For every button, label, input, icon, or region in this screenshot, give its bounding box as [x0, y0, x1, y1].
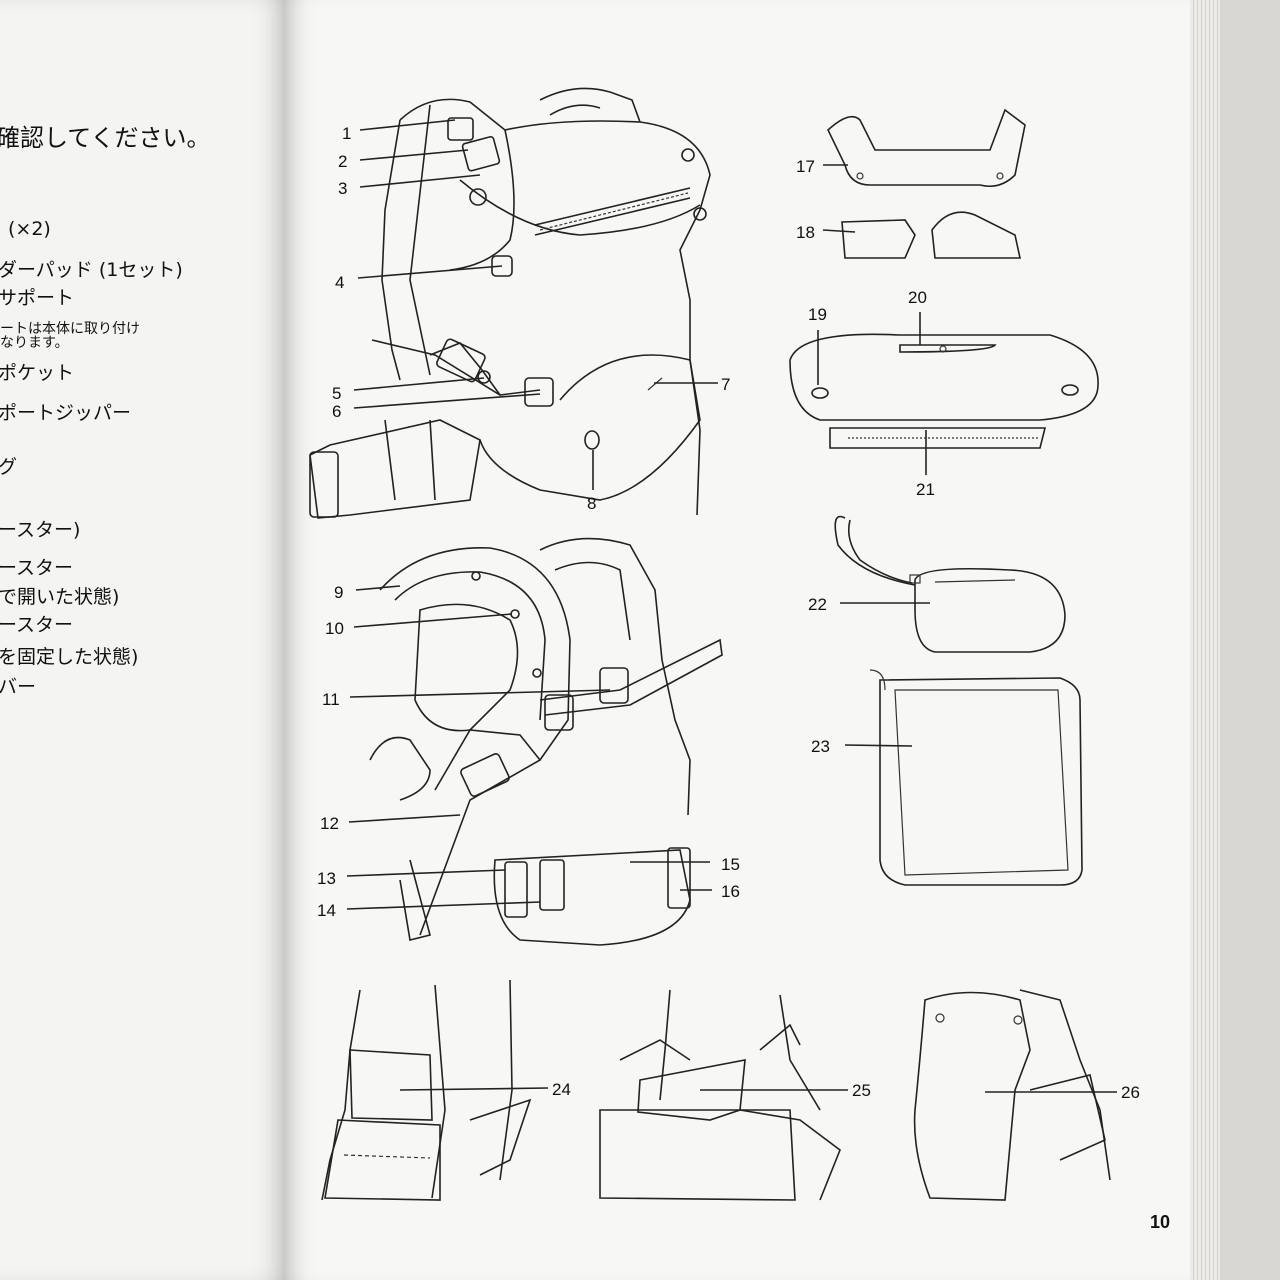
part-17-illustration [827, 108, 1026, 188]
left-line-5: ートは本体に取り付け [0, 321, 140, 337]
callout-3: 3 [338, 179, 347, 198]
left-line-3: ダーパッド (1セット) [0, 259, 183, 281]
callout-26: 26 [1121, 1083, 1140, 1102]
callout-16: 16 [721, 882, 740, 901]
callout-14: 14 [317, 901, 336, 920]
callout-19: 19 [808, 305, 827, 324]
callout-12: 12 [320, 814, 339, 833]
callout-17: 17 [796, 157, 815, 176]
callout-8: 8 [587, 494, 596, 513]
part-18-illustration [841, 211, 1021, 259]
left-line-8: ポートジッパー [0, 402, 132, 424]
part-19-21-illustration [789, 333, 1099, 449]
carrier-front-illustration [309, 87, 711, 519]
left-line-4: サポート [0, 287, 75, 309]
left-line-1: 確認してください。 [0, 124, 211, 152]
leader-lines [346, 119, 1117, 1093]
part-25-illustration [599, 989, 841, 1201]
callout-21: 21 [916, 480, 935, 499]
callout-4: 4 [335, 273, 344, 292]
callout-18: 18 [796, 223, 815, 242]
part-26-illustration [913, 989, 1111, 1201]
left-line-10: ースター) [0, 519, 81, 541]
callout-9: 9 [334, 583, 343, 602]
callout-10: 10 [325, 619, 344, 638]
left-page: 確認してください。 (×2) ダーパッド (1セット) サポート ートは本体に取… [0, 0, 285, 1280]
callout-22: 22 [808, 595, 827, 614]
left-line-2: (×2) [8, 218, 51, 240]
callout-5: 5 [332, 384, 341, 403]
callout-7: 7 [721, 375, 730, 394]
page-edge [1190, 0, 1220, 1280]
left-line-11: ースター [0, 557, 74, 579]
left-line-12: で開いた状態) [0, 586, 120, 608]
left-line-9: グ [0, 456, 18, 478]
part-22-illustration [834, 515, 1066, 653]
snap-17b [996, 172, 1004, 180]
carrier-back-illustration [369, 537, 723, 946]
callout-20: 20 [908, 288, 927, 307]
left-line-13: ースター [0, 614, 74, 636]
callout-1: 1 [342, 124, 351, 143]
page-number: 10 [1150, 1212, 1171, 1232]
callout-6: 6 [332, 402, 341, 421]
part-24-illustration [321, 979, 532, 1201]
callout-23: 23 [811, 737, 830, 756]
snap-17a [856, 172, 864, 180]
right-page [285, 0, 1190, 1280]
left-line-15: バー [0, 676, 37, 698]
left-line-6: なります。 [0, 335, 69, 351]
callout-11: 11 [322, 690, 340, 709]
callout-25: 25 [852, 1081, 871, 1100]
callout-13: 13 [317, 869, 336, 888]
callout-2: 2 [338, 152, 347, 171]
part-23-illustration [869, 669, 1083, 886]
callout-15: 15 [721, 855, 740, 874]
left-line-7: ポケット [0, 362, 75, 384]
callout-24: 24 [552, 1080, 571, 1099]
left-line-14: を固定した状態) [0, 646, 139, 668]
